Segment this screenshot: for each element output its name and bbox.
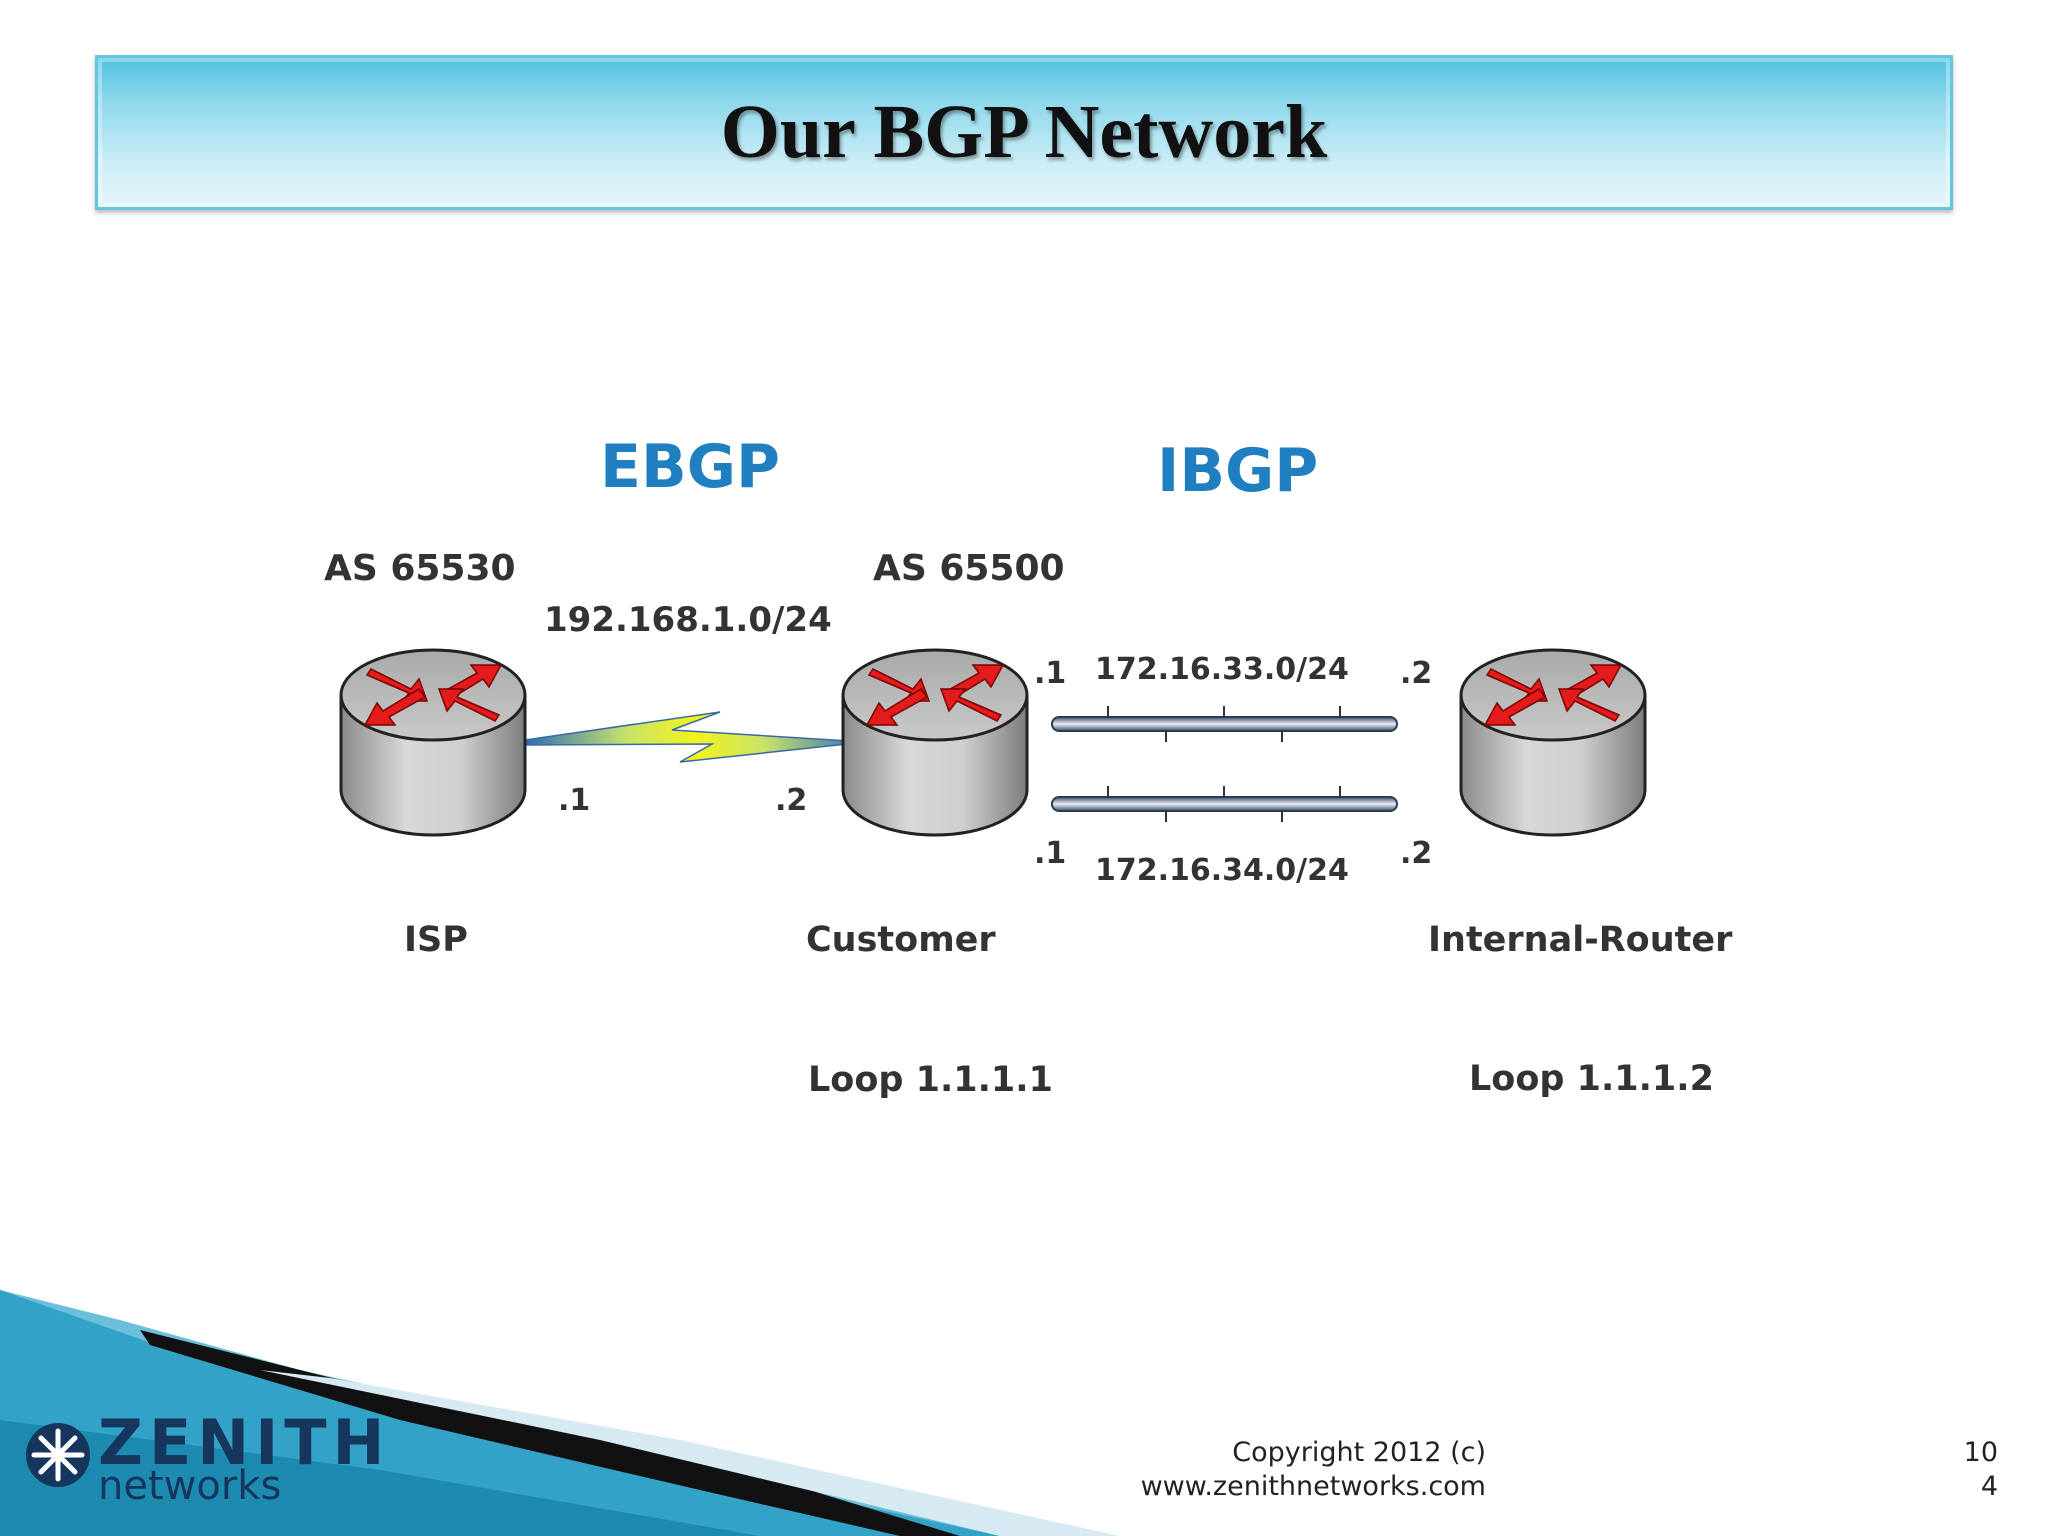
logo-star-icon [26,1423,90,1487]
page-number-line2: 4 [1980,1471,1998,1502]
internal-link1-interface: .2 [1400,656,1433,691]
serial-link-bolt [524,711,867,763]
internal-link2-interface: .2 [1400,836,1433,871]
title-banner: Our BGP Network [95,55,1953,210]
internal-loopback: Loop 1.1.1.2 [1469,1059,1714,1099]
page-number: 10 4 [1964,1436,1998,1504]
isp-serial-interface: .1 [558,783,591,818]
ibgp-link-1 [1051,706,1398,742]
ibgp-link-2 [1051,786,1398,822]
ibgp-label: IBGP [1157,436,1319,506]
customer-loopback: Loop 1.1.1.1 [808,1060,1053,1100]
ebgp-label: EBGP [600,432,780,502]
customer-router-name: Customer [806,920,996,960]
router-icon-customer [841,648,1029,837]
customer-link2-interface: .1 [1034,836,1067,871]
isp-as-label: AS 65530 [324,548,516,589]
router-icon-internal [1459,648,1647,837]
ebgp-network-label: 192.168.1.0/24 [544,600,832,640]
footer-copyright: Copyright 2012 (c) www.zenithnetworks.co… [1141,1436,1486,1504]
footer-swoosh [0,1290,1120,1536]
logo-subtitle: networks [98,1463,282,1509]
page-number-line1: 10 [1963,1437,1998,1468]
ibgp-network-1-label: 172.16.33.0/24 [1095,652,1349,687]
customer-link1-interface: .1 [1034,656,1067,691]
page-title: Our BGP Network [720,90,1328,174]
router-icon-isp [339,648,527,837]
internal-router-name: Internal-Router [1428,920,1733,960]
isp-router-name: ISP [404,920,468,960]
copyright-text: Copyright 2012 (c) [1232,1437,1486,1468]
customer-as-label: AS 65500 [873,548,1065,589]
customer-serial-interface: .2 [775,783,808,818]
logo-wordmark: ZENITH [98,1406,391,1479]
website-text: www.zenithnetworks.com [1140,1471,1486,1502]
ibgp-network-2-label: 172.16.34.0/24 [1095,853,1349,888]
